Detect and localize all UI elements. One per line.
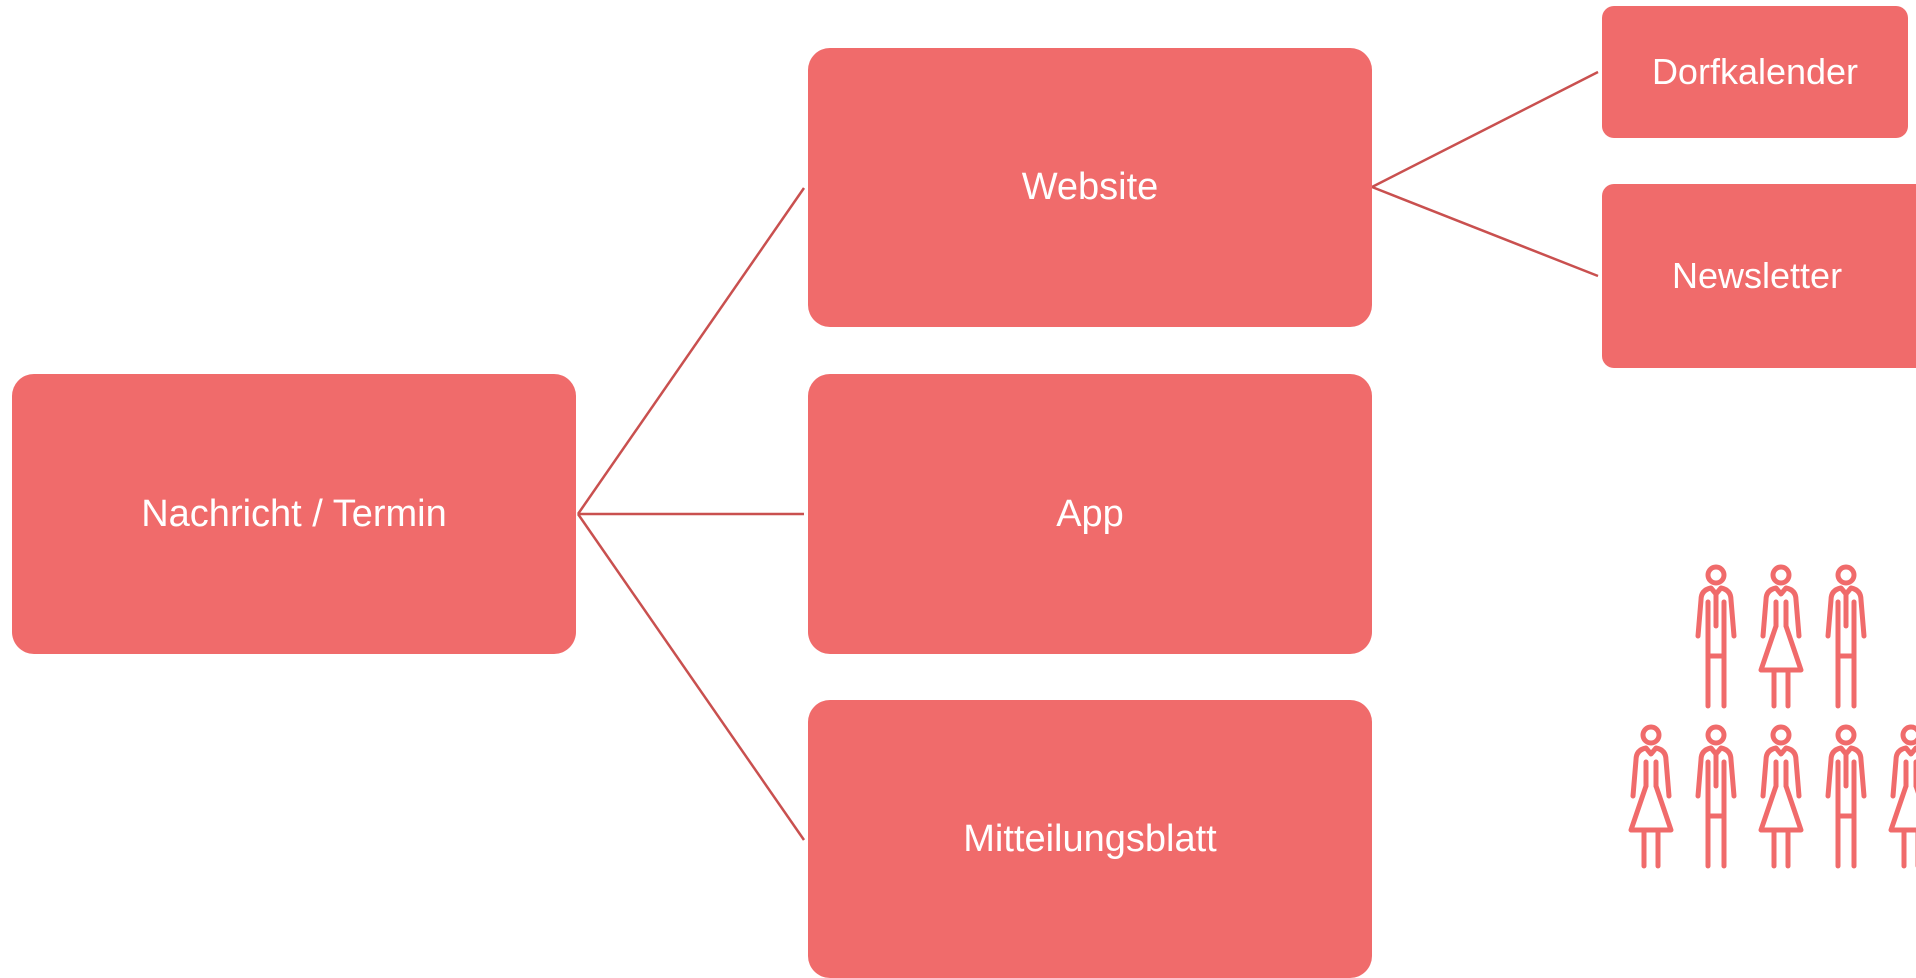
root-label: Nachricht / Termin xyxy=(141,492,447,535)
channel-box-website: Website xyxy=(808,48,1372,327)
connector-root-website xyxy=(576,187,806,515)
connector-website-newsletter xyxy=(1371,185,1599,278)
channel-label-app: App xyxy=(1056,492,1124,535)
connector-website-dorfkalender xyxy=(1371,70,1599,189)
connector-root-mitteilungsblatt xyxy=(576,513,806,841)
channel-box-app: App xyxy=(808,374,1372,654)
channel-label-website: Website xyxy=(1021,166,1159,208)
channel-label-mitteilungsblatt: Mitteilungsblatt xyxy=(963,817,1217,860)
root-box-nachricht-termin: Nachricht / Termin xyxy=(12,374,576,654)
channel-box-mitteilungsblatt: Mitteilungsblatt xyxy=(808,700,1372,978)
subchannel-box-newsletter: Newsletter xyxy=(1602,184,1916,368)
subchannel-box-dorfkalender: Dorfkalender xyxy=(1602,6,1908,138)
subchannel-label-newsletter: Newsletter xyxy=(1672,255,1843,296)
subchannel-label-dorfkalender: Dorfkalender xyxy=(1651,51,1859,92)
people-top-row xyxy=(1698,567,1864,706)
people-bottom-row xyxy=(1631,727,1916,866)
people-group-icon xyxy=(1610,560,1916,880)
